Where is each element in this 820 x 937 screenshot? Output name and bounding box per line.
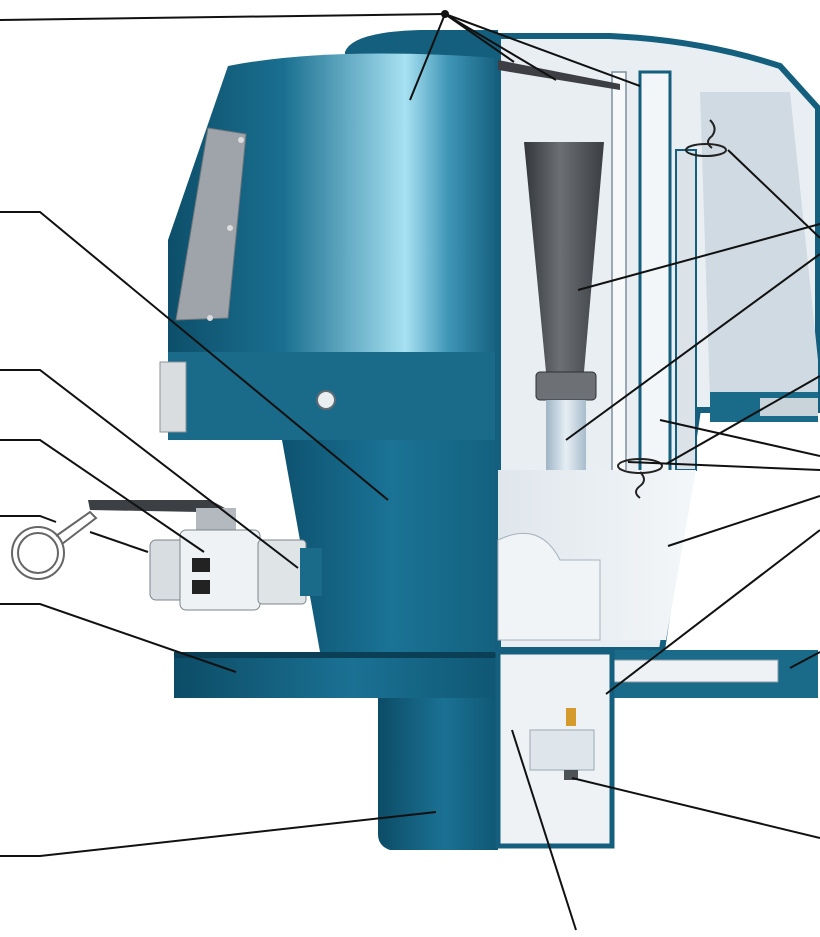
- leader-lines: [0, 10, 820, 931]
- upper-housing: [168, 53, 498, 352]
- nozzle-collar: [535, 371, 597, 401]
- conical-body: [282, 440, 498, 652]
- leader-16: [659, 419, 820, 457]
- leader-12: [577, 223, 820, 291]
- leader-17: [665, 375, 820, 465]
- leader-6: [0, 603, 237, 673]
- leader-3: [0, 369, 299, 569]
- leader-9: [571, 777, 820, 839]
- leader-1: [0, 13, 446, 21]
- side-nameplate: [175, 127, 247, 321]
- leader-8: [511, 729, 577, 931]
- rating-label: [159, 361, 187, 433]
- leader-15: [627, 461, 820, 471]
- ball-valve-icon: [88, 500, 322, 611]
- side-port-insert: [760, 398, 818, 416]
- leader-13: [565, 253, 820, 441]
- leader-18: [789, 651, 820, 669]
- cone-nozzle-icon: [524, 142, 604, 372]
- leader-2: [0, 211, 389, 501]
- leader-14: [727, 149, 820, 239]
- indicator-pin: [566, 708, 576, 726]
- plate-screw-2: [227, 225, 233, 231]
- bottom-cylinder: [378, 698, 498, 850]
- leader-10: [667, 495, 820, 547]
- leader-5: [0, 515, 57, 523]
- plate-screw-1: [238, 137, 244, 143]
- elbow-fitting: [497, 532, 601, 641]
- leader-7: [0, 811, 437, 857]
- top-plate: [498, 60, 620, 90]
- float-block: [529, 729, 595, 771]
- leader-4: [0, 439, 205, 553]
- leader-11: [605, 529, 820, 695]
- spring-clip-icon: [617, 119, 727, 499]
- vertical-tube-2: [675, 149, 697, 471]
- valve-handle-icon: [88, 500, 236, 522]
- vertical-tube-3: [611, 71, 627, 473]
- lynch-pin-icon: [11, 510, 98, 580]
- plate-screw-3: [207, 315, 213, 321]
- base-flange: [174, 652, 498, 698]
- bolt-head: [316, 390, 336, 410]
- drain-plug: [564, 770, 578, 780]
